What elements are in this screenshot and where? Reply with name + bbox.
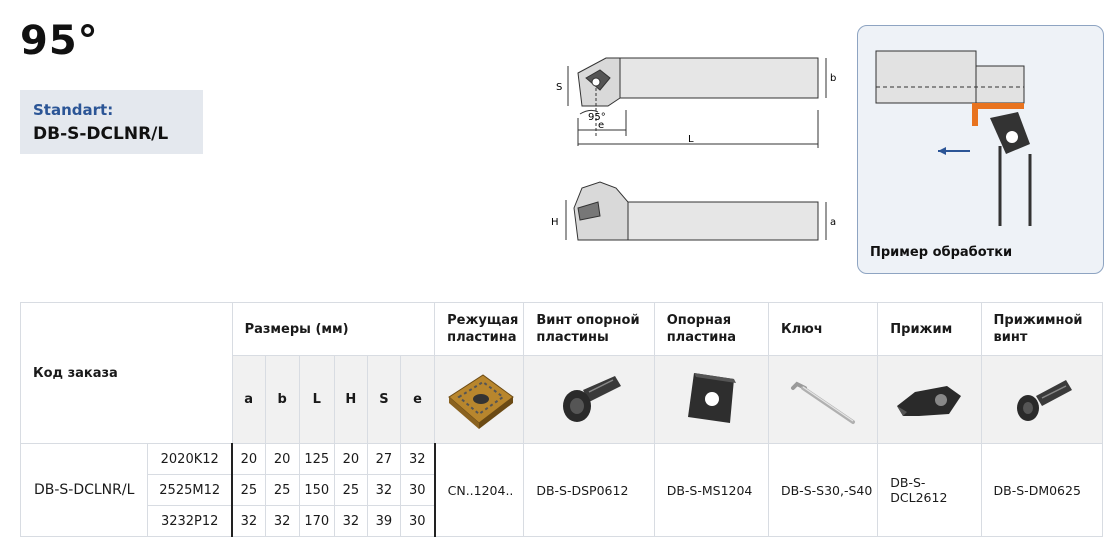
dim-value-a: 25: [231, 474, 266, 506]
dim-value-a: 32: [231, 505, 266, 537]
insert-image-cell: [434, 355, 525, 444]
seat-screw-icon: [563, 375, 622, 422]
example-caption: Пример обработки: [870, 245, 1013, 260]
key-header: Ключ: [767, 302, 879, 356]
table-row: 3232P12 32 32 170 32 39 30: [21, 505, 1103, 537]
seat-code: DB-S-MS1204: [653, 443, 769, 537]
standard-label: Standart:: [33, 101, 114, 119]
seat-screw-code: DB-S-DSP0612: [523, 443, 655, 537]
dim-value-b: 20: [264, 443, 300, 475]
dimensions-header: Размеры (мм): [231, 302, 436, 356]
label-a: a: [830, 217, 836, 228]
hex-key-icon: [791, 381, 856, 424]
machining-example-illustration: [875, 50, 1032, 226]
dim-value-e: 32: [399, 443, 436, 475]
label-s: S: [556, 82, 562, 93]
clamp-header: Прижим: [877, 302, 982, 356]
clamp-screw-image-cell: [980, 355, 1104, 444]
dim-value-e: 30: [399, 474, 436, 506]
clamp-screw-icon: [1016, 379, 1072, 421]
dim-value-h: 20: [333, 443, 368, 475]
dim-header-a: a: [231, 355, 266, 444]
table-subheader-row: a b L H S e: [21, 355, 1104, 444]
dim-value-l: 170: [298, 505, 335, 537]
insert-code: CN..1204..: [434, 443, 525, 537]
dim-value-l: 125: [298, 443, 335, 475]
spec-table: Код заказа Размеры (мм) Режущая пластина…: [19, 302, 1104, 537]
table-row: 2525M12 25 25 150 25 32 30: [21, 474, 1103, 506]
label-h: H: [551, 217, 559, 228]
dim-header-h: H: [333, 355, 368, 444]
dim-value-s: 39: [366, 505, 401, 537]
cutting-insert-icon: [448, 373, 515, 429]
standard-box: Standart: DB-S-DCLNR/L: [20, 90, 203, 154]
variant-code: 2020K12: [147, 443, 233, 475]
top-view: [567, 57, 827, 148]
variant-code: 3232P12: [147, 505, 233, 537]
variant-code: 2525M12: [147, 474, 233, 506]
machining-example-panel: Пример обработки: [857, 25, 1104, 274]
tool-holder-drawing: S b 95° e L H a: [551, 57, 836, 241]
dim-value-h: 32: [333, 505, 368, 537]
label-b: b: [830, 73, 836, 84]
seat-header: Опорная пластина: [653, 302, 769, 356]
key-image-cell: [767, 355, 879, 444]
table-row: DB-S-DCLNR/L 2020K12 20 20 125 20 27 32 …: [19, 443, 1104, 537]
insert-header: Режущая пластина: [434, 302, 525, 356]
dim-header-s: S: [366, 355, 401, 444]
dim-value-s: 32: [366, 474, 401, 506]
clamp-code: DB-S-DCL2612: [877, 443, 982, 537]
seat-image-cell: [653, 355, 769, 444]
dim-header-e: e: [399, 355, 436, 444]
clamp-screw-header: Прижимной винт: [980, 302, 1104, 356]
label-length: L: [688, 134, 694, 145]
dim-value-l: 150: [298, 474, 335, 506]
label-angle: 95°: [588, 112, 606, 123]
dim-value-b: 25: [264, 474, 300, 506]
angle-title: 95°: [20, 18, 99, 64]
dim-value-h: 25: [333, 474, 368, 506]
clamp-icon: [897, 385, 962, 416]
clamp-screw-code: DB-S-DM0625: [980, 443, 1104, 537]
clamp-image-cell: [877, 355, 982, 444]
table-header-row: Код заказа Размеры (мм) Режущая пластина…: [20, 302, 1104, 444]
dim-value-e: 30: [399, 505, 436, 537]
dim-value-s: 27: [366, 443, 401, 475]
dim-value-a: 20: [231, 443, 266, 475]
dim-header-b: b: [264, 355, 300, 444]
seat-plate-icon: [688, 372, 737, 423]
seat-screw-image-cell: [523, 355, 655, 444]
order-code: DB-S-DCLNR/L: [19, 443, 149, 537]
key-code: DB-S-S30,-S40: [767, 443, 879, 537]
label-e: e: [598, 120, 604, 131]
standard-code: DB-S-DCLNR/L: [33, 124, 169, 144]
order-code-header: Код заказа: [20, 302, 233, 444]
dim-header-l: L: [298, 355, 335, 444]
dim-value-b: 32: [264, 505, 300, 537]
side-view: [565, 181, 827, 241]
seat-screw-header: Винт опорной пластины: [523, 302, 655, 356]
